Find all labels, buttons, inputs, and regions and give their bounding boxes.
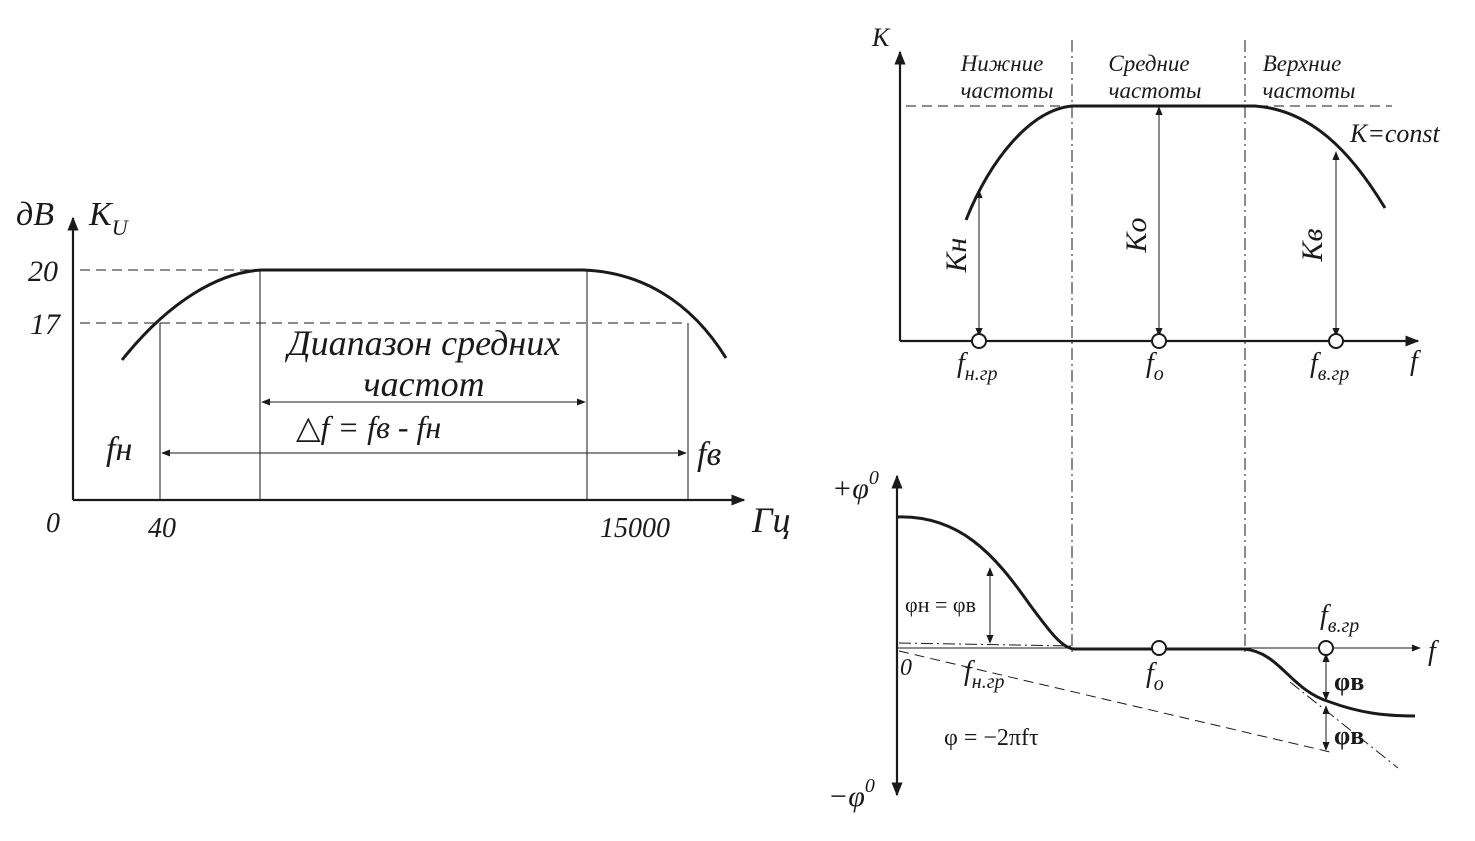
f-low-label: fн [106, 431, 132, 468]
f-mid-label-amp-sub: о [1154, 363, 1164, 385]
region-mid-line2: частоты [1109, 78, 1202, 103]
phase-x-label: f [1428, 636, 1439, 667]
left-y-name: KU [88, 196, 130, 240]
f-low-label-amp: fн.гр [957, 348, 998, 385]
phase-f-high-sub: в.гр [1328, 615, 1359, 637]
phase-f-high-label: fв.гр [1320, 600, 1359, 637]
f-high-label: fв [697, 436, 721, 473]
f-low-label-amp-sub: н.гр [965, 363, 998, 385]
band-title-line1: Диапазон средних [285, 323, 560, 363]
phase-f-mid-sub: о [1154, 673, 1164, 695]
f-high-label-amp-sub: в.гр [1318, 363, 1349, 385]
phase-f-mid-main: f [1146, 658, 1157, 689]
delta-f-formula: △f = fв - fн [296, 409, 441, 445]
phase-response-curve [896, 515, 1416, 718]
f-high-point [1328, 333, 1344, 349]
phase-y-neg-deg: 0 [865, 775, 875, 797]
phase-y-pos-main: +φ [832, 472, 869, 505]
phase-y-neg-main: −φ [828, 780, 865, 813]
left-y-unit: дB [16, 196, 54, 233]
tick-label-40: 40 [148, 513, 176, 544]
phase-y-pos-deg: 0 [869, 467, 879, 489]
phase-f-low-main: f [964, 656, 975, 687]
k-high-label: Kв [1296, 228, 1329, 262]
phase-y-pos-label: +φ0 [832, 467, 879, 505]
amp-y-label: K [871, 23, 891, 52]
k-low-label: Kн [940, 238, 973, 274]
amp-x-label: f [1410, 346, 1421, 377]
k-mid-label: Kо [1120, 217, 1153, 253]
f-mid-label-amp-main: f [1146, 348, 1157, 379]
phase-dashdot-ref [898, 642, 1073, 647]
linear-phase-formula: φ = −2πfτ [944, 725, 1039, 751]
phase-f-high-main: f [1320, 600, 1331, 631]
k-const-label: K=const [1349, 119, 1441, 148]
left-y-name-sub: U [112, 215, 130, 240]
left-y-name-main: K [88, 196, 114, 233]
f-high-label-amp: fв.гр [1310, 348, 1349, 385]
phase-f-high-point [1318, 640, 1334, 656]
amp-response-curve [964, 104, 1387, 221]
phi-high-label-1: φв [1334, 667, 1364, 696]
phase-f-low-label: fн.гр [964, 656, 1005, 693]
f-mid-point [1151, 333, 1167, 349]
region-high-line1: Верхние [1263, 51, 1342, 76]
linear-phase-dashed-line [898, 650, 1331, 753]
phase-response-graph: +φ0 −φ0 0 f φн = φв φ = −2πfτ fн.гр fо f… [828, 467, 1439, 813]
f-high-label-amp-main: f [1310, 348, 1321, 379]
left-origin-label: 0 [46, 508, 60, 539]
tick-label-15000: 15000 [600, 513, 670, 544]
f-low-point [971, 333, 987, 349]
f-low-label-amp-main: f [957, 348, 968, 379]
phase-equality-label: φн = φв [905, 592, 976, 617]
phase-f-mid-point [1151, 640, 1167, 656]
f-mid-label-amp: fо [1146, 348, 1164, 385]
phase-f-low-sub: н.гр [972, 671, 1005, 693]
phase-f-mid-label: fо [1146, 658, 1164, 695]
phase-origin-label: 0 [900, 655, 912, 681]
phase-y-neg-label: −φ0 [828, 775, 875, 813]
left-x-unit: Гц [751, 500, 790, 540]
phase-asymptote-dashdot [1289, 681, 1399, 769]
left-gain-graph: дB KU 20 17 0 40 15000 Гц Диапазон средн… [16, 196, 790, 544]
tick-label-20: 20 [28, 255, 58, 288]
amplitude-response-graph: K f Нижние частоты Средние частоты Верхн… [871, 23, 1441, 385]
phi-high-label-2: φв [1334, 721, 1364, 750]
region-high-line2: частоты [1263, 78, 1356, 103]
region-low-line2: частоты [961, 78, 1054, 103]
tick-label-17: 17 [30, 308, 62, 341]
region-low-line1: Нижние [960, 51, 1044, 76]
left-gain-curve [120, 268, 728, 361]
region-mid-line1: Средние [1108, 51, 1189, 76]
band-title-line2: частот [363, 364, 484, 404]
